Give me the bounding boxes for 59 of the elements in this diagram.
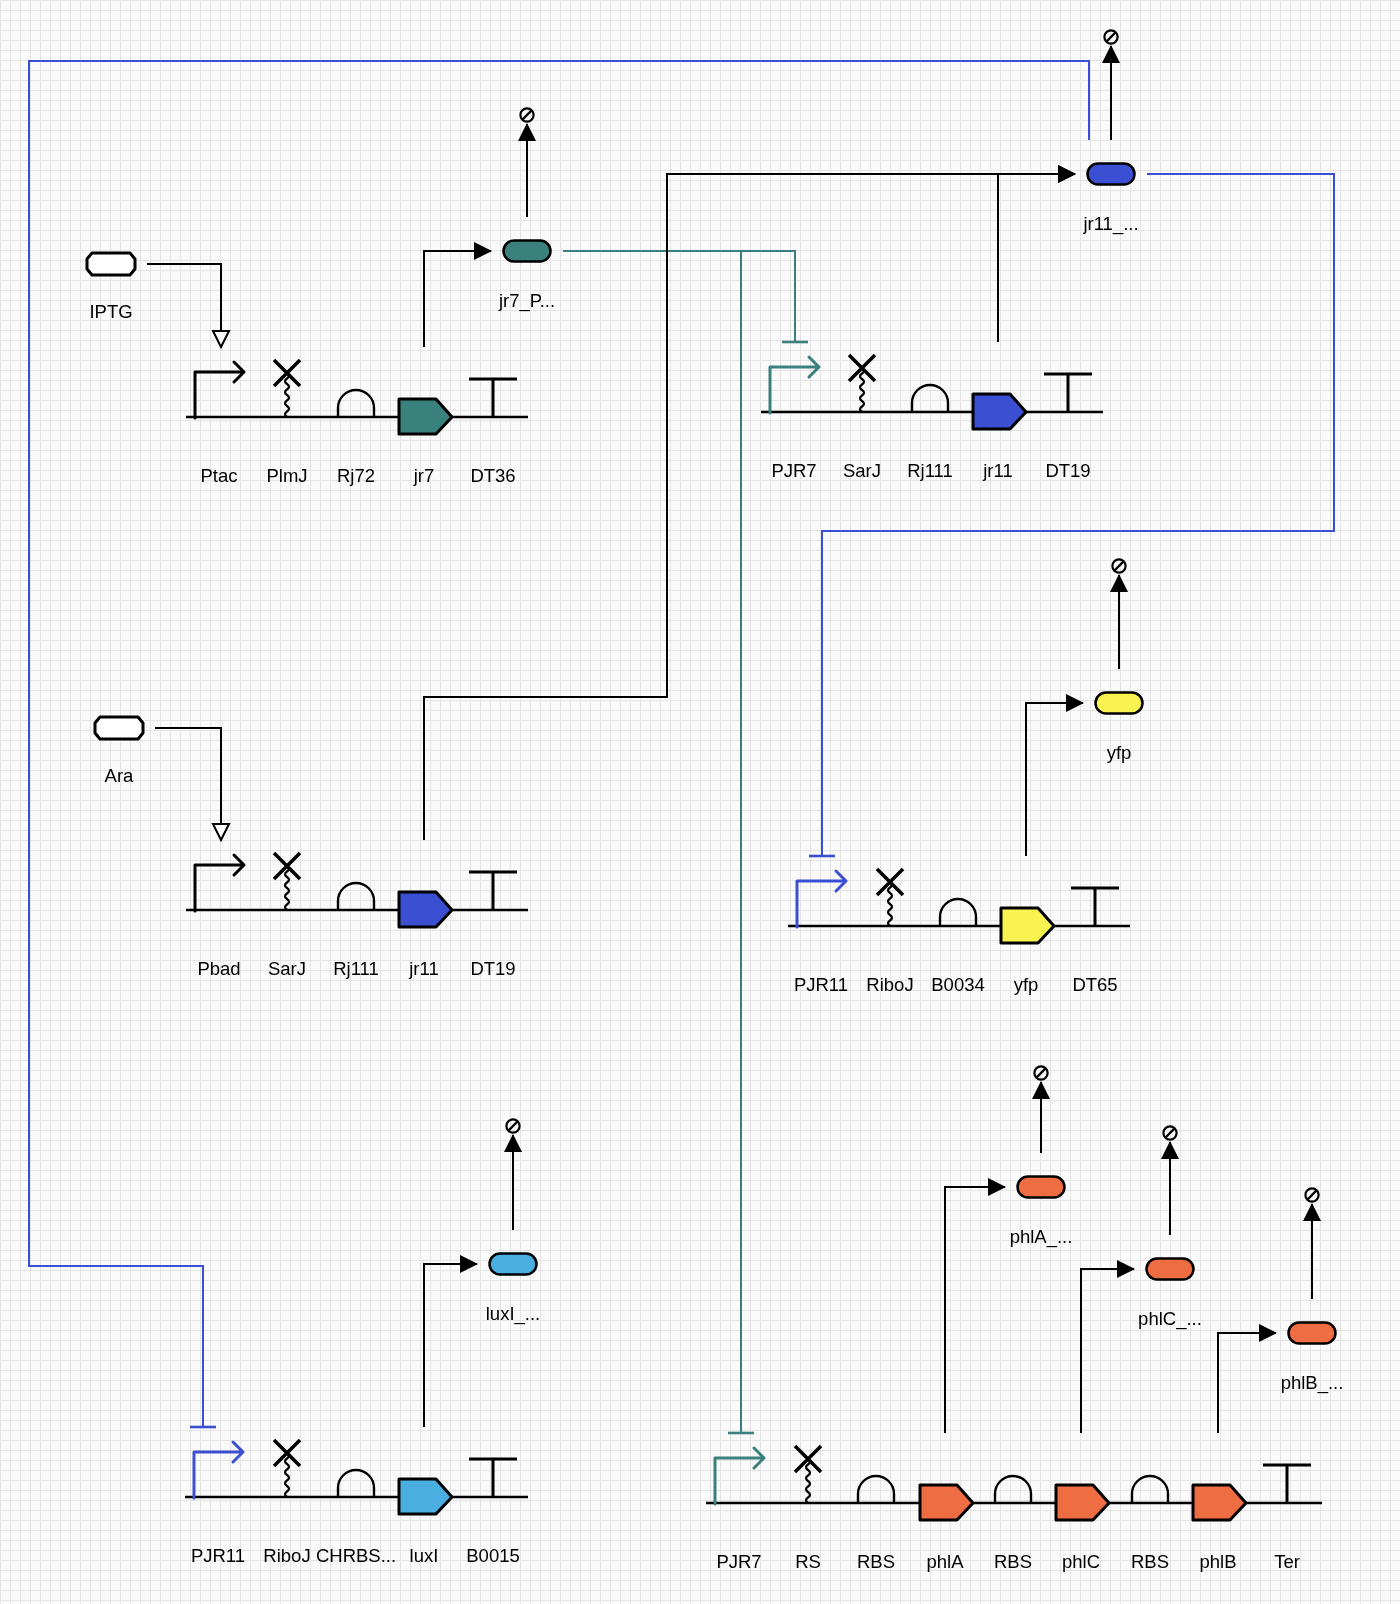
part-label: Rj72 (336, 465, 376, 487)
part-label: RBS (1131, 1551, 1169, 1573)
part-label: PJR11 (793, 974, 849, 996)
arrow (1161, 1141, 1179, 1236)
part-label: PJR7 (716, 1551, 762, 1573)
protein-label: jr7_P... (498, 290, 556, 312)
protein-label: luxI_... (485, 1303, 541, 1325)
part-label: Rj111 (333, 958, 379, 980)
arrow (1217, 1324, 1277, 1434)
protein-label: phlA_... (1009, 1226, 1073, 1248)
part-label: phlB (1199, 1551, 1237, 1573)
part-label: RBS (994, 1551, 1032, 1573)
part-label: B0015 (466, 1545, 520, 1567)
arrow (423, 165, 1076, 841)
part-label: PJR7 (771, 460, 817, 482)
arrow (1110, 574, 1128, 670)
molecule-label: Ara (104, 765, 134, 787)
arrow (1080, 1260, 1135, 1434)
part-label: phlC (1061, 1551, 1101, 1573)
molecule-label: IPTG (89, 301, 133, 323)
arrow (423, 242, 492, 348)
part-label: jr11 (983, 460, 1013, 482)
part-label: SarJ (268, 958, 306, 980)
arrow (1032, 1081, 1050, 1154)
part-label: RS (795, 1551, 821, 1573)
protein-label: yfp (1106, 742, 1132, 764)
part-label: RiboJ (866, 974, 914, 996)
part-label: Ter (1274, 1551, 1300, 1573)
part-label: DT19 (1045, 460, 1091, 482)
part-label: DT65 (1072, 974, 1118, 996)
part-label: B0034 (931, 974, 985, 996)
part-label: Ptac (200, 465, 238, 487)
part-label: luxI (409, 1545, 439, 1567)
part-label: DT19 (470, 958, 516, 980)
part-label: PJR11 (190, 1545, 246, 1567)
part-label: yfp (1013, 974, 1039, 996)
part-label: phlA (926, 1551, 964, 1573)
part-label: SarJ (843, 460, 881, 482)
protein-label: phlB_... (1280, 1372, 1344, 1394)
arrow (518, 123, 536, 218)
stimulation-arrow (154, 727, 230, 841)
stimulation-arrow (146, 263, 230, 348)
arrow (944, 1178, 1006, 1434)
arrow (1102, 45, 1120, 141)
part-label: PlmJ (266, 465, 308, 487)
arrow (1303, 1203, 1321, 1300)
arrow (423, 1255, 478, 1428)
part-label: Pbad (197, 958, 241, 980)
part-label: RBS (857, 1551, 895, 1573)
part-label: DT36 (470, 465, 516, 487)
part-label: jr7 (413, 465, 435, 487)
part-label: RiboJ (263, 1545, 311, 1567)
arrow (504, 1134, 522, 1231)
part-label: CHRBS... (315, 1545, 397, 1567)
protein-label: phlC_... (1138, 1308, 1202, 1330)
arrow (1025, 694, 1084, 857)
part-label: Rj111 (907, 460, 953, 482)
part-label: jr11 (409, 958, 439, 980)
protein-label: jr11_... (1083, 213, 1139, 235)
